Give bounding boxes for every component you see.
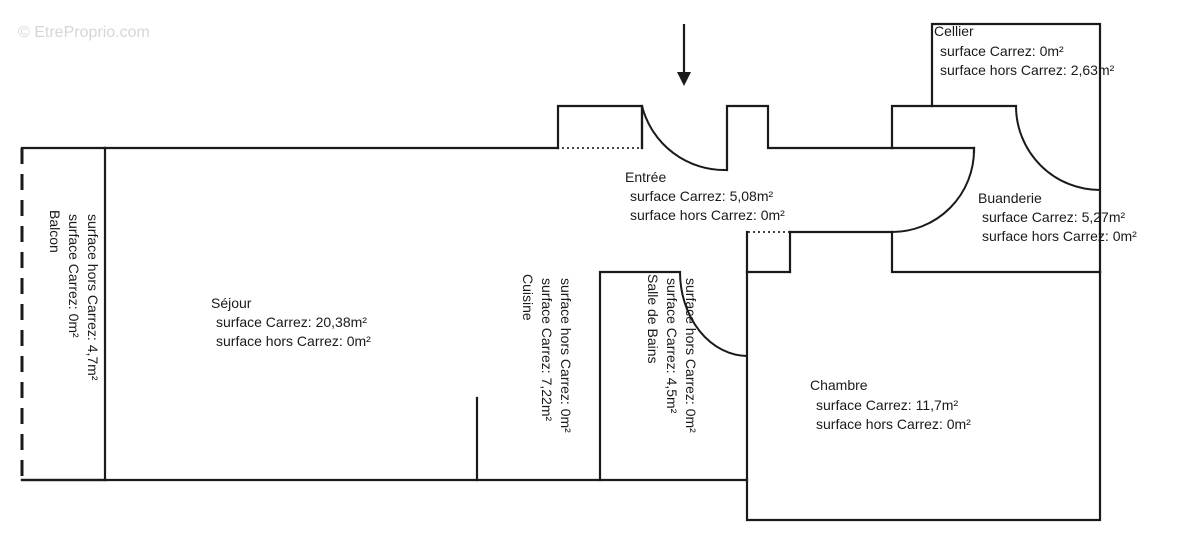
chambre-walls	[745, 270, 1102, 522]
cellier-hors-carrez: surface hors Carrez: 2,63m²	[940, 62, 1115, 78]
balcon-name: Balcon	[47, 210, 63, 253]
buanderie-hors-carrez: surface hors Carrez: 0m²	[982, 228, 1137, 244]
chambre-carrez: surface Carrez: 11,7m²	[816, 397, 959, 413]
cuisine-carrez: surface Carrez: 7,22m²	[539, 278, 555, 422]
salle-de-bains-walls	[598, 270, 682, 482]
balcon-hors-carrez: surface hors Carrez: 4,7m²	[85, 214, 101, 381]
watermark: © EtreProprio.com	[18, 24, 150, 41]
wall	[725, 104, 894, 172]
wall	[890, 104, 1018, 150]
balcon-carrez: surface Carrez: 0m²	[66, 214, 82, 338]
cellier-name: Cellier	[934, 23, 974, 39]
salle-de-bains-name: Salle de Bains	[645, 274, 661, 364]
cellier-walls	[930, 22, 1102, 274]
buanderie-walls	[890, 230, 1102, 274]
buanderie-carrez: surface Carrez: 5,27m²	[982, 209, 1126, 225]
cuisine-hors-carrez: surface hors Carrez: 0m²	[558, 278, 574, 433]
chambre-hors-carrez: surface hors Carrez: 0m²	[816, 416, 971, 432]
buanderie-door-swing	[891, 149, 975, 233]
sejour-name: Séjour	[211, 295, 252, 311]
wall	[556, 104, 644, 150]
cellier-door-swing	[1015, 105, 1101, 191]
entree-name: Entrée	[625, 169, 667, 185]
chambre-name: Chambre	[810, 377, 868, 393]
sejour-hors-carrez: surface hors Carrez: 0m²	[216, 333, 371, 349]
entree-carrez: surface Carrez: 5,08m²	[630, 188, 774, 204]
entrance-arrow-icon	[677, 24, 691, 86]
sejour-carrez: surface Carrez: 20,38m²	[216, 314, 367, 330]
cuisine-name: Cuisine	[520, 274, 536, 321]
salle-de-bains-hors-carrez: surface hors Carrez: 0m²	[683, 278, 699, 433]
entree-hors-carrez: surface hors Carrez: 0m²	[630, 207, 785, 223]
salle-de-bains-carrez: surface Carrez: 4,5m²	[664, 278, 680, 414]
cellier-carrez: surface Carrez: 0m²	[940, 43, 1064, 59]
salle-de-bains-door-swing	[679, 271, 748, 357]
entrance-door-swing	[641, 105, 728, 172]
buanderie-name: Buanderie	[978, 190, 1042, 206]
